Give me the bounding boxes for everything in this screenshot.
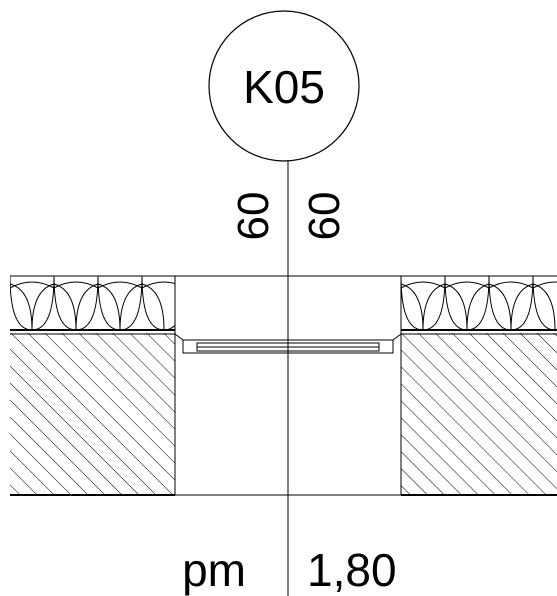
dimension-left: 60 [229,192,278,241]
window-opening [174,275,402,496]
right-insulation [401,276,557,331]
left-insulation [10,276,175,331]
tag-label: K05 [243,61,325,113]
left-masonry-hatch [10,333,175,495]
right-masonry-hatch [401,333,557,495]
bottom-prefix-label: pm [182,544,246,596]
bottom-value-label: 1,80 [307,544,397,596]
dimension-right: 60 [300,192,349,241]
right-wall [400,275,557,496]
tag-circle [208,10,360,162]
left-wall [10,275,176,496]
